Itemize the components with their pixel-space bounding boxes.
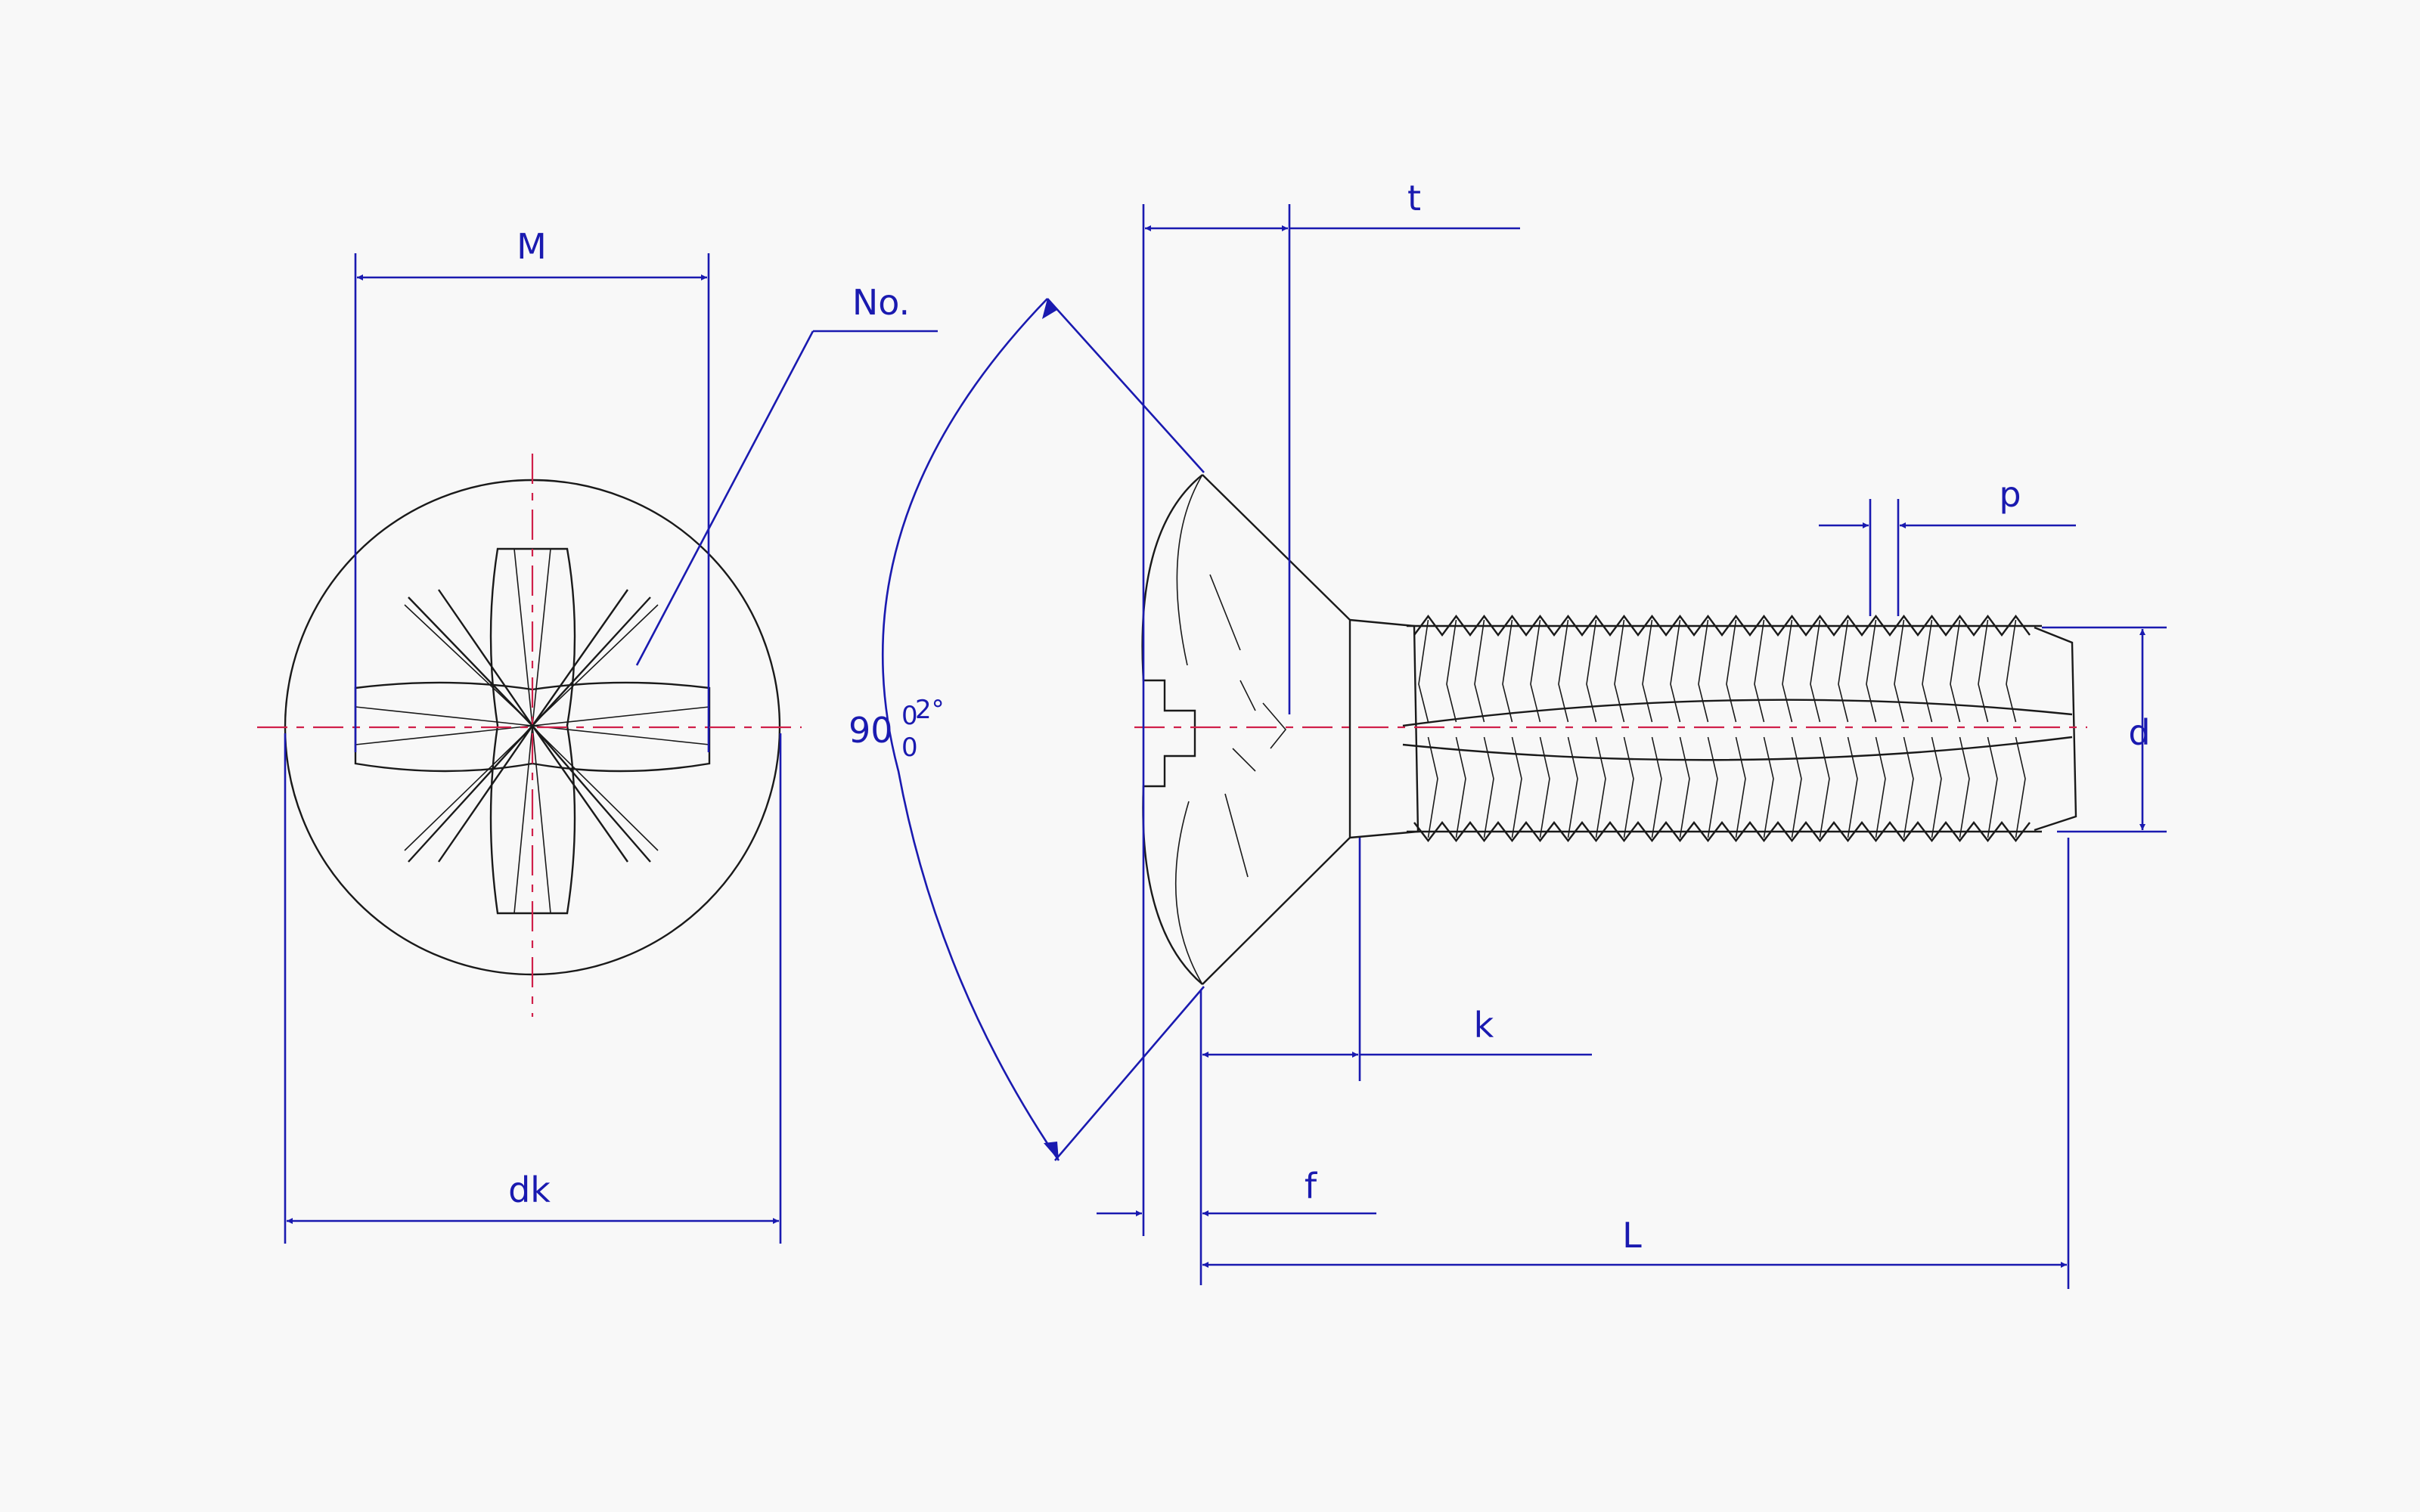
angle-extension-bottom [1054, 986, 1205, 1161]
thread-end [2034, 626, 2077, 832]
head-recess-hint [1209, 574, 1287, 878]
thread-root-lines [1407, 624, 2042, 833]
thread-bottom-crests [1413, 821, 2031, 842]
angle-tol-lower: 0 [901, 733, 918, 763]
thread-helix-lines [1418, 619, 2026, 838]
angle-tol-upper: 0 [901, 701, 918, 731]
no-label: No. [852, 282, 910, 323]
star-lines-2 [404, 604, 659, 851]
cross-recess [354, 547, 711, 915]
head-top-surface [1141, 474, 1203, 985]
m-label: M [517, 226, 547, 267]
angle-arc [882, 298, 1060, 1161]
side-view: 90 0 2° 0 t k f L p d [849, 178, 2167, 1289]
angle-tol-upper-deg: 2° [915, 695, 945, 725]
angle-label: 90 [849, 710, 893, 751]
thread-top-crests [1413, 614, 2031, 637]
angle-arrow-bottom [1044, 1142, 1059, 1160]
star-lines [408, 589, 651, 863]
dk-label: dk [508, 1170, 551, 1210]
L-label: L [1622, 1215, 1642, 1256]
p-label: p [1999, 474, 2021, 515]
d-label: d [2128, 712, 2150, 753]
shank-transition [1349, 618, 1419, 839]
f-label: f [1305, 1166, 1318, 1207]
no-leader-line [635, 330, 814, 666]
k-label: k [1474, 1005, 1494, 1046]
head-edge-shading [1174, 474, 1203, 985]
thread-center-curves [1402, 699, 2073, 761]
top-view: M No. dk [257, 226, 938, 1244]
horizontal-slot [354, 681, 711, 773]
recess-facets [355, 548, 710, 914]
angle-extension-top [1047, 298, 1205, 473]
vertical-slot [489, 547, 576, 915]
angle-arrow-top [1042, 299, 1057, 319]
t-label: t [1407, 178, 1421, 218]
head-cone [1202, 474, 1351, 985]
